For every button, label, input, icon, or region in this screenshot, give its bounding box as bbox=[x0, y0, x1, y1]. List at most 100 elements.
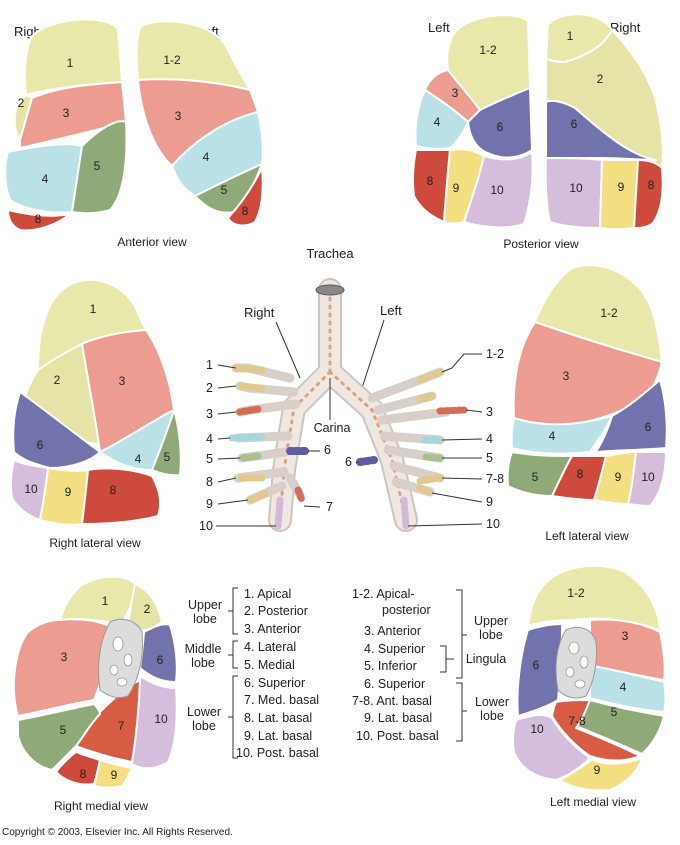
lmed-seg6 bbox=[516, 623, 563, 717]
legend-l-bracket-upper bbox=[456, 589, 467, 679]
llat-num3: 3 bbox=[563, 369, 570, 383]
lmed-num9: 9 bbox=[594, 763, 601, 777]
rlat-num8: 8 bbox=[110, 483, 117, 497]
legend-l-group-lower: Lower bbox=[475, 695, 509, 709]
tree-l-num10: 10 bbox=[486, 517, 500, 531]
tree-r-num2: 2 bbox=[206, 381, 213, 395]
legend-r-item10: 10. Post. basal bbox=[236, 746, 319, 760]
anterior-r-seg8 bbox=[7, 209, 71, 232]
lmed-num3: 3 bbox=[622, 629, 629, 643]
llat-num4: 4 bbox=[549, 429, 556, 443]
lmed-seg9 bbox=[559, 757, 643, 792]
copyright-notice: Copyright © 2003. Elsevier Inc. All Righ… bbox=[2, 827, 233, 838]
carina-label: Carina bbox=[314, 421, 351, 435]
rmed-num10: 10 bbox=[154, 712, 168, 726]
rmed-seg2 bbox=[127, 583, 163, 632]
posterior-l-num8: 8 bbox=[427, 174, 434, 188]
lmed-num5: 5 bbox=[611, 705, 618, 719]
legend-r-group-upper: Upper bbox=[188, 598, 222, 612]
right-medial-view: 1 2 3 6 10 7 5 8 9 Right medial view bbox=[12, 575, 178, 813]
posterior-r-num2: 2 bbox=[597, 72, 604, 86]
rlat-num2: 2 bbox=[54, 373, 61, 387]
legend-r-item1: 1. Apical bbox=[244, 587, 291, 601]
tree-l-num6: 6 bbox=[345, 455, 352, 469]
rmed-hilum-vessels bbox=[109, 636, 133, 687]
left-medial-view: 1-2 3 6 4 5 7-8 10 9 Left medial view bbox=[511, 564, 667, 809]
posterior-l-num6: 6 bbox=[497, 120, 504, 134]
trachea-opening bbox=[315, 284, 345, 296]
llat-num10: 10 bbox=[641, 470, 655, 484]
legend-r-group-upper-lobe: lobe bbox=[193, 612, 217, 626]
legend-r-group-lower: Lower bbox=[187, 705, 221, 719]
posterior-r-num8: 8 bbox=[648, 178, 655, 192]
rmed-seg3 bbox=[12, 618, 113, 717]
llat-num9: 9 bbox=[615, 470, 622, 484]
anterior-r-seg5 bbox=[71, 120, 128, 215]
tree-left-leader bbox=[361, 319, 385, 389]
llat-num6: 6 bbox=[645, 420, 652, 434]
rlat-num3: 3 bbox=[119, 374, 126, 388]
legend-l-item6: 6. Superior bbox=[364, 677, 425, 691]
llat-seg6 bbox=[595, 379, 668, 453]
llat-num8: 8 bbox=[577, 467, 584, 481]
posterior-l-num3: 3 bbox=[452, 86, 459, 100]
rmed-num8: 8 bbox=[80, 767, 87, 781]
legend-l-item12-cont: posterior bbox=[382, 603, 431, 617]
left-lateral-view: 1-2 3 4 6 5 8 9 10 Left lateral view bbox=[506, 264, 668, 543]
tree-r-num7: 7 bbox=[326, 500, 333, 514]
tree-l-num4: 4 bbox=[486, 432, 493, 446]
posterior-left-label: Left bbox=[428, 20, 450, 35]
anterior-l-num4: 4 bbox=[203, 150, 210, 164]
posterior-view: Left Right 1-2 3 4 6 8 9 10 1 2 6 10 9 bbox=[411, 13, 664, 251]
legend-l-bracket-lingula bbox=[440, 645, 454, 673]
rmed-num3: 3 bbox=[61, 650, 68, 664]
lmed-num78: 7-8 bbox=[568, 714, 586, 728]
anterior-l-num5: 5 bbox=[221, 183, 228, 197]
rmed-hilum bbox=[97, 618, 143, 699]
tree-l-num9: 9 bbox=[486, 495, 493, 509]
posterior-l-num9: 9 bbox=[453, 181, 460, 195]
left-medial-caption: Left medial view bbox=[550, 795, 636, 809]
rlat-num9: 9 bbox=[65, 485, 72, 499]
anterior-view: Right Left 1 2 3 4 5 8 1-2 3 4 5 8 Anter… bbox=[4, 18, 264, 249]
left-lateral-caption: Left lateral view bbox=[545, 529, 629, 543]
right-medial-caption: Right medial view bbox=[54, 799, 148, 813]
legend-l-group-upper-lobe: lobe bbox=[479, 628, 503, 642]
tree-r-num6: 6 bbox=[324, 443, 331, 457]
tree-r-num10: 10 bbox=[199, 519, 213, 533]
posterior-l-seg6 bbox=[467, 87, 533, 159]
tree-r-num1: 1 bbox=[206, 358, 213, 372]
rlat-seg8 bbox=[81, 467, 161, 525]
tree-right-leader bbox=[275, 321, 301, 379]
legend-r-bracket-lower bbox=[228, 675, 238, 759]
rmed-seg9 bbox=[93, 759, 133, 789]
posterior-r-num9: 9 bbox=[618, 180, 625, 194]
lmed-hilum bbox=[555, 626, 597, 699]
tree-l-num12: 1-2 bbox=[486, 347, 504, 361]
posterior-r-num10: 10 bbox=[569, 181, 583, 195]
legend-r-group-middle-lobe: lobe bbox=[191, 656, 215, 670]
llat-seg4 bbox=[510, 415, 613, 455]
legend-l-group-lingula: Lingula bbox=[466, 652, 506, 666]
tree-r-num8: 8 bbox=[206, 475, 213, 489]
legend-r-bracket-upper bbox=[228, 587, 238, 635]
anterior-l-num3: 3 bbox=[175, 109, 182, 123]
rlat-num10: 10 bbox=[24, 482, 38, 496]
airway-tubes bbox=[228, 278, 468, 532]
rlat-num6: 6 bbox=[37, 438, 44, 452]
posterior-l-num10: 10 bbox=[490, 183, 504, 197]
posterior-view-caption: Posterior view bbox=[503, 237, 579, 251]
rmed-num2: 2 bbox=[144, 602, 151, 616]
legend-r-item5: 5. Medial bbox=[244, 658, 295, 672]
anterior-r-seg4 bbox=[4, 143, 83, 214]
tree-l-num5: 5 bbox=[486, 451, 493, 465]
lmed-num4: 4 bbox=[620, 680, 627, 694]
legend-l-item12: 1-2. Apical- bbox=[352, 587, 415, 601]
anterior-r-num2: 2 bbox=[18, 96, 25, 110]
legend-left-lung: 1-2. Apical- posterior 3. Anterior 4. Su… bbox=[352, 587, 509, 743]
llat-num12: 1-2 bbox=[600, 306, 618, 320]
lmed-num10: 10 bbox=[530, 722, 544, 736]
lmed-num12: 1-2 bbox=[567, 586, 585, 600]
legend-l-item78: 7-8. Ant. basal bbox=[352, 694, 432, 708]
